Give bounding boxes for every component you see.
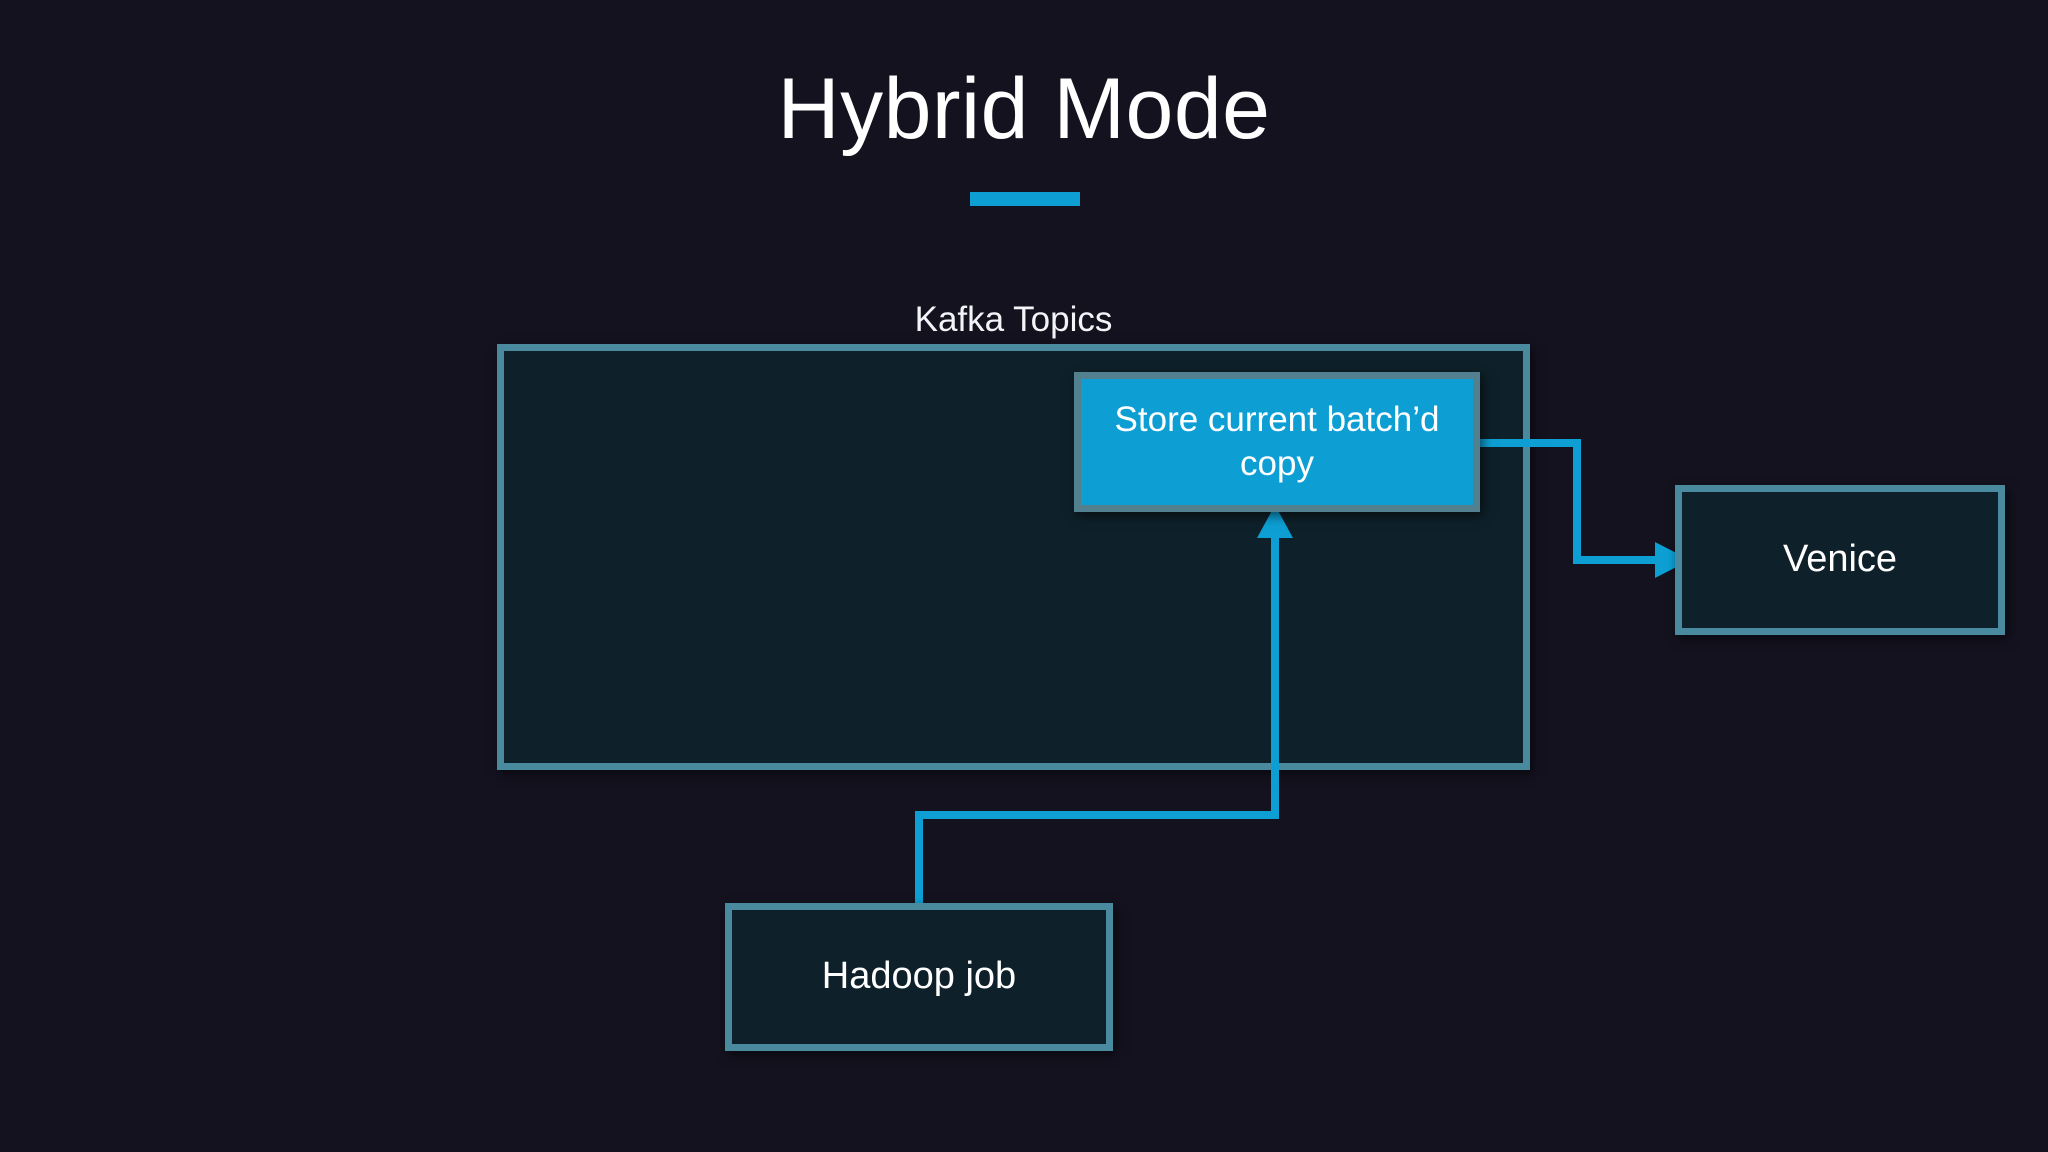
kafka-topics-group-label: Kafka Topics	[914, 300, 1113, 339]
node-venice[interactable]: Venice	[1675, 485, 2005, 635]
node-label: Venice	[1782, 538, 1898, 581]
page-title: Hybrid Mode	[777, 61, 1271, 157]
node-hadoop-job[interactable]: Hadoop job	[725, 903, 1113, 1051]
title-accent-underline	[970, 192, 1080, 206]
node-store-current-batchd-copy[interactable]: Store current batch’d copy	[1074, 372, 1480, 512]
node-label: Hadoop job	[821, 955, 1017, 998]
node-label: Store current batch’d copy	[1114, 400, 1440, 483]
